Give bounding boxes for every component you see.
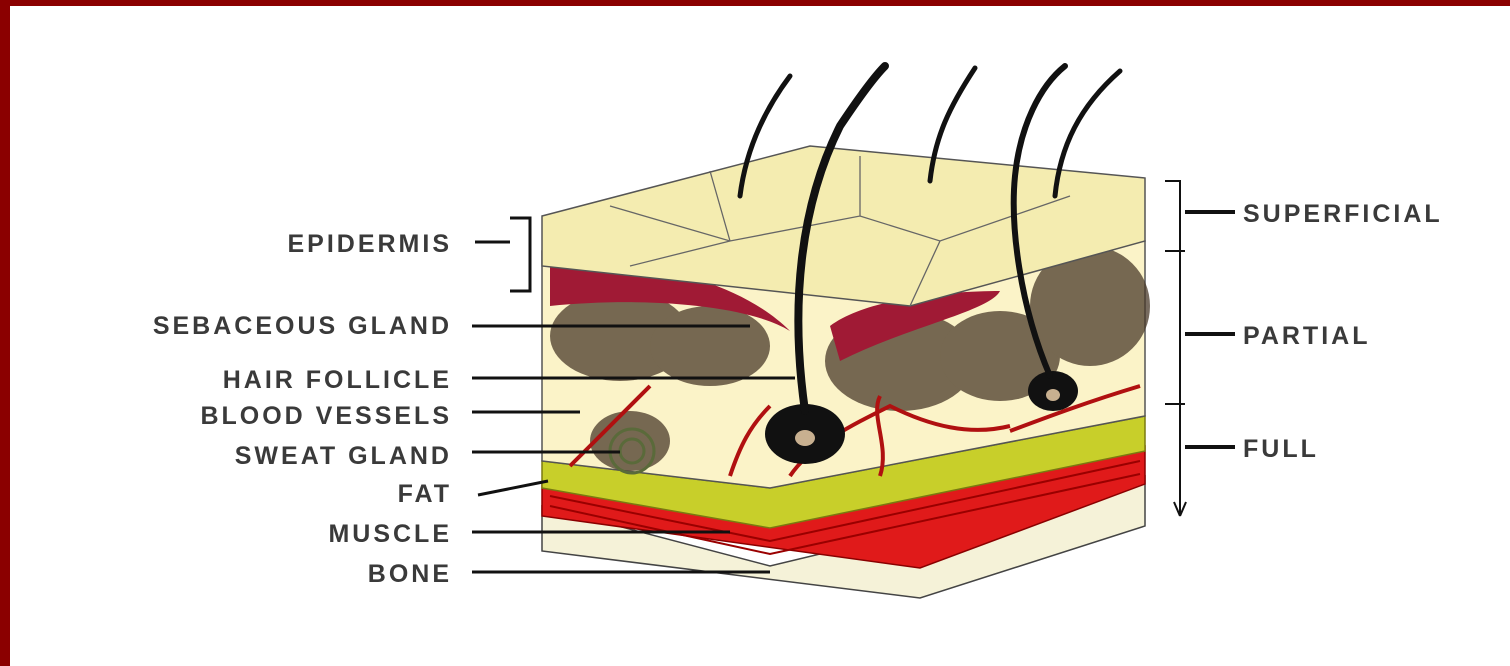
label-sebaceous-gland: SEBACEOUS GLAND xyxy=(153,312,452,340)
label-muscle: MUSCLE xyxy=(328,520,452,548)
label-blood-vessels: BLOOD VESSELS xyxy=(200,402,452,430)
skin-cross-section-diagram: EPIDERMIS SEBACEOUS GLAND HAIR FOLLICLE … xyxy=(10,6,1510,666)
label-full: FULL xyxy=(1243,435,1319,463)
label-epidermis: EPIDERMIS xyxy=(287,230,452,258)
label-fat: FAT xyxy=(398,480,452,508)
diagram-frame: EPIDERMIS SEBACEOUS GLAND HAIR FOLLICLE … xyxy=(10,6,1510,666)
right-leader-lines xyxy=(1185,212,1235,447)
label-sweat-gland: SWEAT GLAND xyxy=(235,442,452,470)
label-superficial: SUPERFICIAL xyxy=(1243,200,1443,228)
depth-bracket xyxy=(1165,181,1186,516)
label-hair-follicle: HAIR FOLLICLE xyxy=(223,366,452,394)
label-partial: PARTIAL xyxy=(1243,322,1370,350)
label-bone: BONE xyxy=(368,560,452,588)
